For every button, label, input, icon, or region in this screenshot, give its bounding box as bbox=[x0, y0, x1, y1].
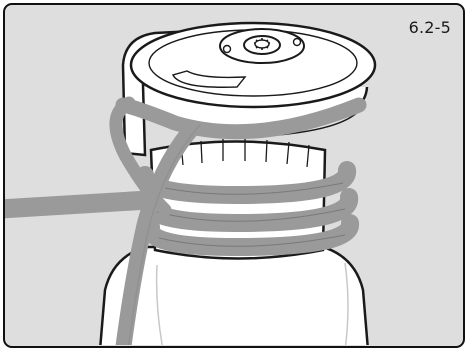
winch-illustration bbox=[5, 5, 462, 345]
cap-screw-right bbox=[294, 39, 301, 46]
figure-frame: 6.2-5 bbox=[3, 3, 465, 348]
figure-number: 6.2-5 bbox=[409, 18, 451, 37]
cap-screw-left bbox=[224, 46, 231, 53]
